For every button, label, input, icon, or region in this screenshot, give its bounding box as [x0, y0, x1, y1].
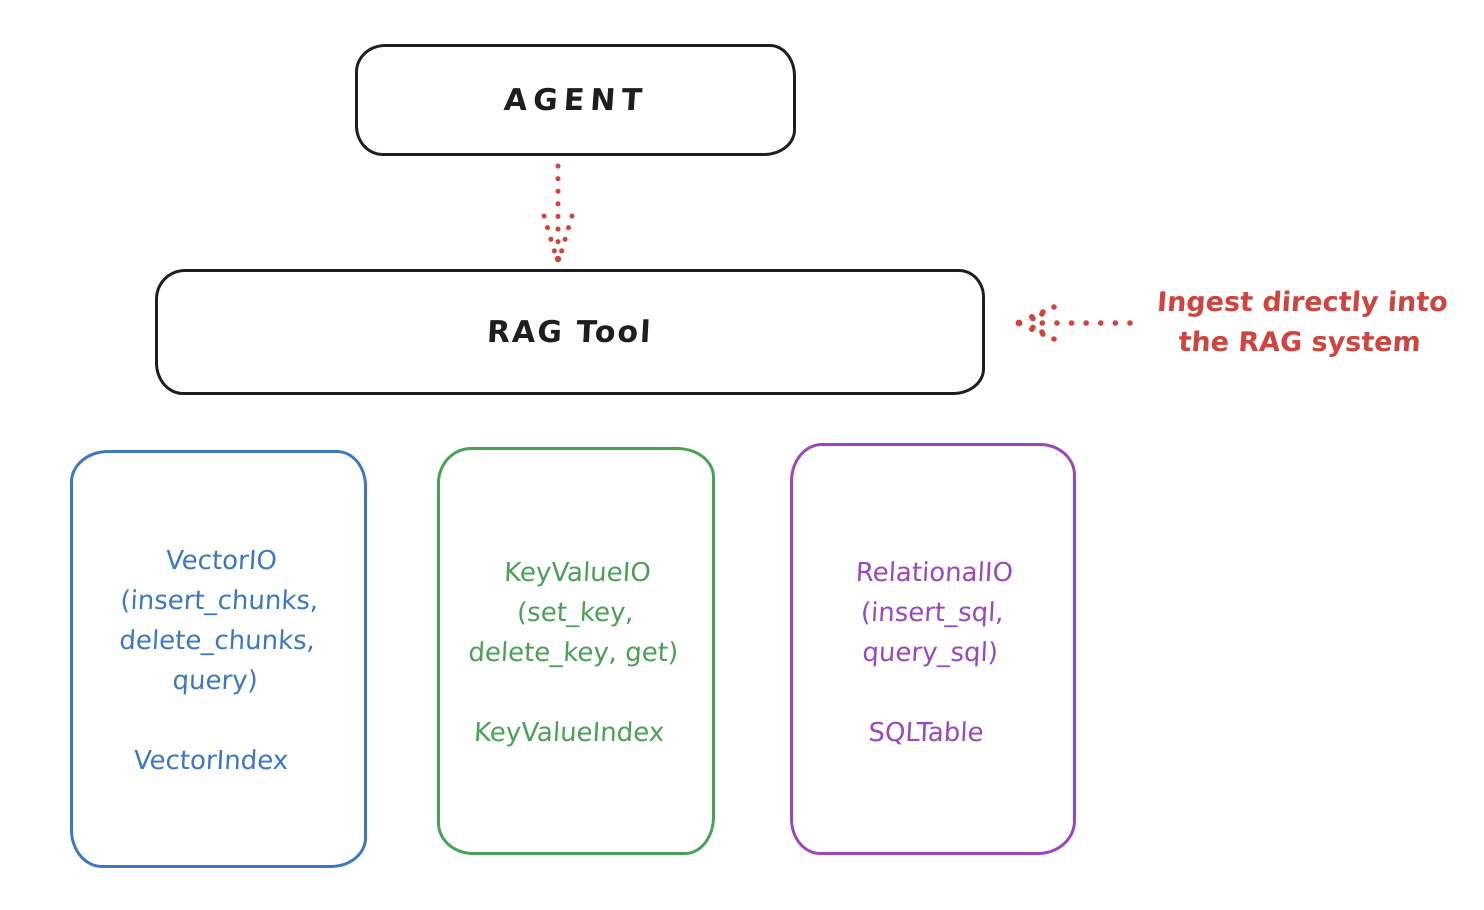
agent-node-label: AGENT	[502, 82, 649, 118]
vector-io-line: query)	[171, 666, 259, 696]
vector-io-line: (insert_chunks,	[119, 586, 320, 616]
key-value-io-line: KeyValueIO	[503, 558, 652, 588]
agent-node: AGENT	[355, 44, 796, 156]
key-value-io-node: KeyValueIO (set_key, delete_key, get) Ke…	[437, 447, 715, 855]
key-value-index-label: KeyValueIndex	[473, 718, 665, 748]
relational-io-line: (insert_sql,	[860, 598, 1005, 628]
ingest-annotation-line-1: Ingest directly into	[1156, 287, 1449, 318]
vector-io-text: VectorIO (insert_chunks, delete_chunks, …	[64, 453, 372, 781]
key-value-io-line: delete_key, get)	[467, 638, 679, 668]
rag-tool-node-label: RAG Tool	[486, 314, 654, 350]
relational-io-node: RelationalIO (insert_sql, query_sql) SQL…	[790, 443, 1076, 855]
ingest-annotation-line-2: the RAG system	[1177, 327, 1422, 358]
vector-io-line: VectorIO	[165, 546, 278, 576]
sql-table-label: SQLTable	[867, 718, 985, 748]
relational-io-line: RelationalIO	[855, 558, 1014, 588]
rag-tool-node: RAG Tool	[155, 269, 985, 395]
dotted-arrow-down-icon	[541, 163, 575, 263]
dotted-arrow-left-icon	[1015, 304, 1133, 342]
relational-io-text: RelationalIO (insert_sql, query_sql) SQL…	[785, 446, 1081, 753]
ingest-annotation: Ingest directly into the RAG system	[1122, 283, 1480, 363]
vector-io-line: delete_chunks,	[118, 626, 316, 656]
vector-io-node: VectorIO (insert_chunks, delete_chunks, …	[70, 450, 367, 868]
vector-index-label: VectorIndex	[132, 746, 289, 776]
key-value-io-line: (set_key,	[516, 598, 635, 628]
key-value-io-text: KeyValueIO (set_key, delete_key, get) Ke…	[432, 450, 720, 753]
relational-io-line: query_sql)	[861, 638, 999, 668]
